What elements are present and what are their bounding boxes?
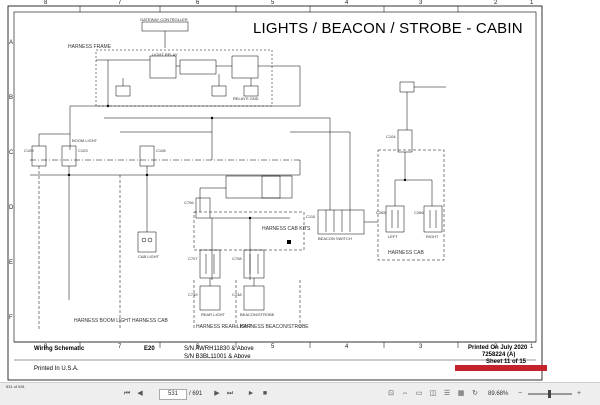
beacon-strobe-label: BEACON/STROBE (240, 312, 275, 317)
connector-c265: C265 (376, 210, 386, 215)
zone-bottom-2: 2 (494, 344, 498, 350)
zone-top-1: 1 (530, 0, 534, 6)
row-label-e: E (9, 260, 14, 266)
title-block-printed-date: Printed On July 2020 (468, 345, 528, 351)
zone-bottom-4: 4 (345, 344, 349, 350)
zone-top-6: 6 (196, 0, 200, 6)
harness-frame-label: HARNESS FRAME (68, 44, 112, 50)
relays-gnd-label: RELAYS GND (233, 96, 259, 101)
right-lamp-label: RIGHT (426, 234, 439, 239)
page-number-input[interactable]: 531 (159, 389, 187, 400)
zoom-out-icon[interactable]: − (517, 390, 523, 397)
zoom-level[interactable]: 89.68% (488, 391, 509, 397)
zone-top-7: 7 (118, 0, 122, 6)
zoom-slider-handle[interactable] (548, 390, 551, 398)
grid-view-icon[interactable]: ▦ (457, 390, 465, 397)
sheet-highlight (455, 365, 547, 371)
zone-top-4: 4 (345, 0, 349, 6)
beacon-switch-label: BEACON SWITCH (318, 236, 352, 241)
gateway-label: GATEWAY CONTROLLER (140, 17, 188, 22)
harness-cab-right-label: HARNESS CAB (388, 250, 424, 256)
harness-beacon-strobe-label: HARNESS BEACON/STROBE (240, 324, 309, 330)
title-block-part-number: 7258224 (A) (482, 352, 516, 358)
play-icon[interactable]: ► (247, 390, 255, 397)
zone-top-8: 8 (44, 0, 48, 6)
harness-cab-label: HARNESS CAB (132, 318, 168, 324)
row-label-f: F (9, 315, 13, 321)
connector-c109: C109 (24, 148, 34, 153)
harness-rear-light-label: HARNESS REAR LIGHT (196, 324, 252, 330)
connector-c103: C103 (78, 148, 88, 153)
zone-top-3: 3 (419, 0, 423, 6)
zone-top-5: 5 (271, 0, 275, 6)
zone-top-2: 2 (494, 0, 498, 6)
facing-pages-icon[interactable]: ◫ (429, 390, 437, 397)
left-lamp-label: LEFT (388, 234, 398, 239)
rotate-icon[interactable]: ↻ (472, 390, 478, 397)
last-page-icon[interactable]: ⏭ (226, 390, 234, 397)
connector-c738: C738 (232, 292, 242, 297)
zoom-in-icon[interactable]: + (576, 390, 582, 397)
row-label-c: C (9, 150, 14, 156)
continuous-icon[interactable]: ☰ (443, 390, 451, 397)
page-total: / 691 (189, 391, 203, 397)
connector-c706: C706 (184, 200, 194, 205)
title-block-model: E20 (144, 346, 155, 352)
title-block-type: Wiring Schematic (34, 346, 85, 352)
zone-bottom-6: 6 (196, 344, 200, 350)
title-block-sn2: S/N B3BL11001 & Above (184, 354, 251, 360)
rear-light-label: REAR LIGHT (201, 312, 226, 317)
title-block-printed-in: Printed In U.S.A. (34, 366, 79, 372)
prev-page-icon[interactable]: ◀ (137, 390, 143, 397)
zone-bottom-7: 7 (118, 344, 122, 350)
connector-c707: C707 (188, 256, 198, 261)
connector-c266: C266 (414, 210, 424, 215)
harness-cab-kits-label: HARNESS CAB KITS (262, 226, 311, 232)
boom-light-label: BOOM LIGHT (72, 138, 98, 143)
single-page-icon[interactable]: ▭ (415, 390, 423, 397)
next-page-icon[interactable]: ▶ (214, 390, 220, 397)
zone-bottom-5: 5 (271, 344, 275, 350)
page-title: LIGHTS / BEACON / STROBE - CABIN (253, 20, 523, 37)
page-count-note: 531 of 691 (6, 384, 25, 389)
fit-width-icon[interactable]: ⇔ (401, 390, 409, 397)
row-label-b: B (9, 95, 14, 101)
viewer-toolbar: 531 of 691 ⏮ ◀ 531 / 691 ▶ ⏭ ► ■ ⊡ ⇔ ▭ ◫… (0, 382, 600, 405)
connector-c739: C739 (188, 292, 198, 297)
harness-boom-light-label: HARNESS BOOM LIGHT (74, 318, 131, 324)
first-page-icon[interactable]: ⏮ (123, 390, 131, 397)
connector-c110: C110 (306, 214, 316, 219)
stop-icon[interactable]: ■ (262, 390, 268, 397)
cab-light-label: CAB LIGHT (138, 254, 160, 259)
wiring-diagram (7, 5, 543, 381)
light-relay-label: LIGHT RELAY (152, 52, 178, 57)
connector-c108: C108 (156, 148, 166, 153)
title-block-sn1: S/N AWRH11830 & Above (184, 346, 254, 352)
title-block-sheet: Sheet 11 of 15 (486, 359, 527, 365)
connector-c104: C104 (386, 134, 396, 139)
connector-c708: C708 (232, 256, 242, 261)
zone-bottom-1: 1 (530, 344, 534, 350)
zone-bottom-8: 8 (44, 344, 48, 350)
schematic-sheet: 8 7 6 5 4 3 2 1 8 7 6 5 4 3 2 1 A B C D … (7, 0, 547, 381)
zone-bottom-3: 3 (419, 344, 423, 350)
fit-page-icon[interactable]: ⊡ (388, 390, 394, 397)
row-label-a: A (9, 40, 14, 46)
row-label-d: D (9, 205, 14, 211)
